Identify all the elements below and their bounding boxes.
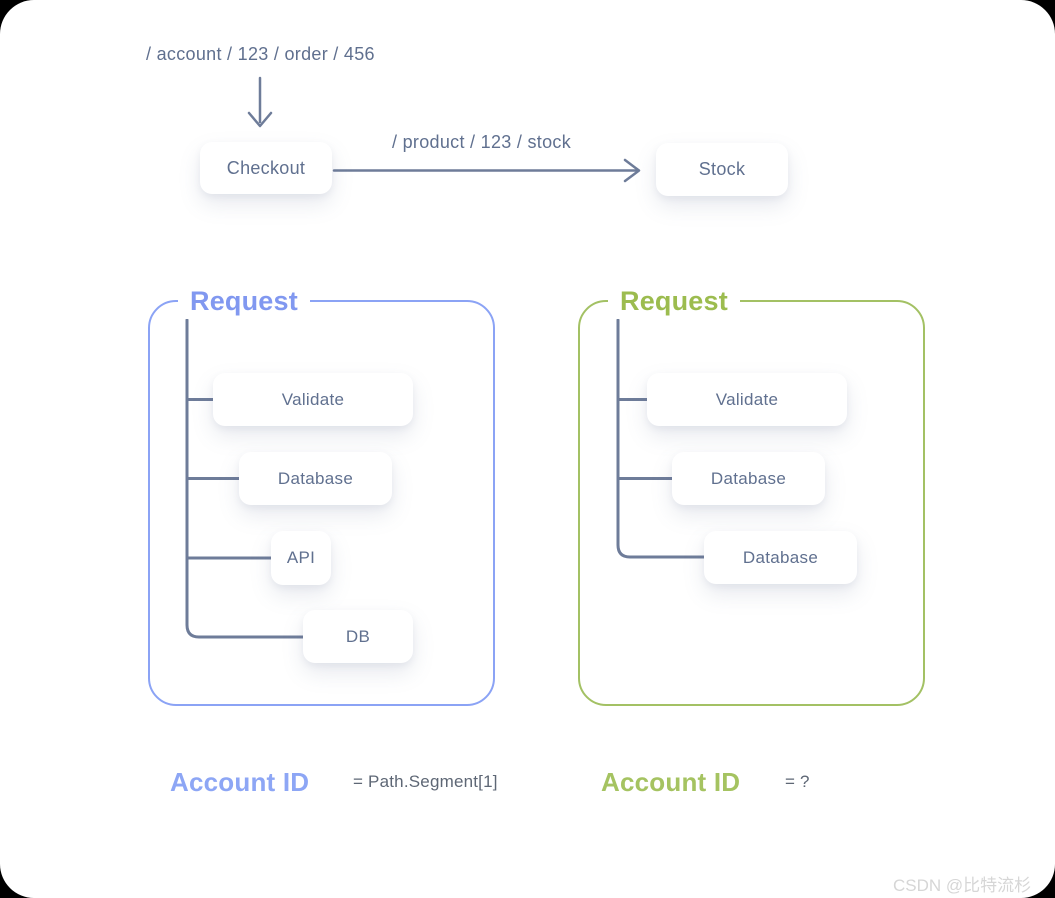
right-tree-node-validate: Validate xyxy=(647,373,847,426)
right-tree-node-database-1: Database xyxy=(672,452,825,505)
left-account-id-label: Account ID xyxy=(170,767,310,797)
right-panel-title: Request xyxy=(608,283,740,319)
left-tree-node-db: DB xyxy=(303,610,413,663)
request-panel-right: Request xyxy=(578,283,925,706)
stock-node: Stock xyxy=(656,143,788,196)
left-tree-node-api: API xyxy=(271,531,331,585)
left-tree-node-database: Database xyxy=(239,452,392,505)
right-tree-node-database-2: Database xyxy=(704,531,857,584)
left-account-id-value: = Path.Segment[1] xyxy=(353,772,498,791)
down-arrow-head-icon xyxy=(247,111,273,128)
right-arrow-head-icon xyxy=(623,158,641,183)
product-path-label: / product / 123 / stock xyxy=(392,132,571,152)
left-tree-node-validate: Validate xyxy=(213,373,413,426)
left-panel-title: Request xyxy=(178,283,310,319)
request-path-label: / account / 123 / order / 456 xyxy=(146,44,375,64)
right-account-id-value: = ? xyxy=(785,772,810,791)
right-account-id-label: Account ID xyxy=(601,767,741,797)
csdn-watermark: CSDN @比特流杉 xyxy=(893,876,1032,895)
request-panel-left: Request xyxy=(148,283,495,706)
checkout-node: Checkout xyxy=(200,142,332,194)
